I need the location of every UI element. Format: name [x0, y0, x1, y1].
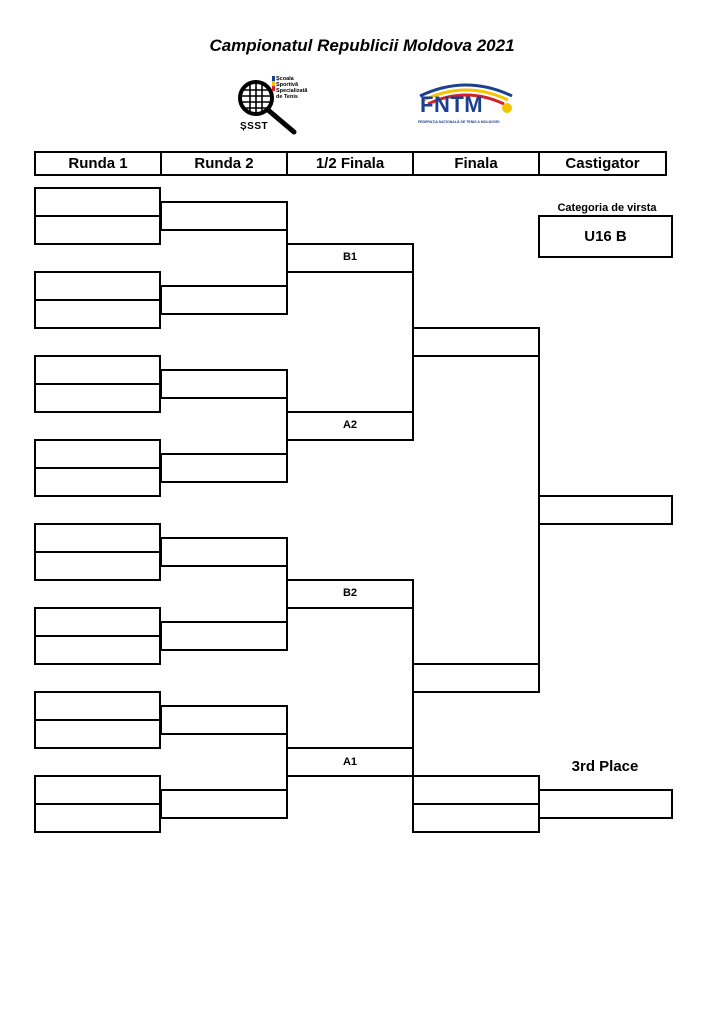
round2-player-slot[interactable] — [160, 201, 288, 231]
final-slot[interactable] — [412, 663, 540, 693]
round2-player-slot[interactable] — [160, 621, 288, 651]
header-final: Finala — [412, 151, 540, 176]
fntm-name: FNTM — [420, 92, 484, 117]
round1-player-slot[interactable] — [34, 355, 161, 385]
ssst-logo-text: Școala Sportivă Specializată de Tenis — [276, 76, 316, 100]
semifinal-slot[interactable] — [286, 243, 414, 273]
third-place-slot[interactable] — [412, 803, 540, 833]
ssst-line-4: de Tenis — [276, 94, 298, 100]
round1-player-slot[interactable] — [34, 607, 161, 637]
round1-player-slot[interactable] — [34, 467, 161, 497]
winner-slot[interactable] — [538, 495, 673, 525]
round1-player-slot[interactable] — [34, 803, 161, 833]
match-label-a2: A2 — [342, 419, 358, 431]
ssst-line-1: Școala — [276, 76, 294, 82]
ssst-mark: ȘSST — [240, 121, 269, 132]
round2-player-slot[interactable] — [160, 789, 288, 819]
fntm-logo — [419, 83, 513, 113]
third-place-slot[interactable] — [412, 775, 540, 805]
third-place-label: 3rd Place — [571, 758, 639, 775]
round1-player-slot[interactable] — [34, 271, 161, 301]
ssst-line-2: Sportivă — [276, 82, 299, 88]
header-winner: Castigator — [538, 151, 667, 176]
round2-player-slot[interactable] — [160, 453, 288, 483]
header-semifinal: 1/2 Finala — [286, 151, 414, 176]
match-label-b1: B1 — [342, 251, 358, 263]
round1-player-slot[interactable] — [34, 551, 161, 581]
semifinal-slot[interactable] — [286, 579, 414, 609]
third-place-winner-slot[interactable] — [538, 789, 673, 819]
round1-player-slot[interactable] — [34, 523, 161, 553]
category-label: Categoria de virsta — [557, 202, 657, 214]
round2-player-slot[interactable] — [160, 369, 288, 399]
round1-player-slot[interactable] — [34, 691, 161, 721]
ssst-line-3: Specializată — [276, 88, 308, 94]
fntm-subtitle: FEDERAȚIA NAȚIONALĂ DE TENIS A MOLDOVEI — [418, 120, 500, 124]
round2-player-slot[interactable] — [160, 537, 288, 567]
round1-player-slot[interactable] — [34, 299, 161, 329]
page-title: Campionatul Republicii Moldova 2021 — [209, 36, 515, 55]
match-label-b2: B2 — [342, 587, 358, 599]
tennis-racket-logo — [238, 76, 297, 135]
match-label-a1: A1 — [342, 756, 358, 768]
round1-player-slot[interactable] — [34, 187, 161, 217]
header-round1: Runda 1 — [34, 151, 162, 176]
round2-player-slot[interactable] — [160, 705, 288, 735]
round2-player-slot[interactable] — [160, 285, 288, 315]
category-value: U16 B — [538, 215, 673, 258]
round1-player-slot[interactable] — [34, 215, 161, 245]
final-slot[interactable] — [412, 327, 540, 357]
round1-player-slot[interactable] — [34, 719, 161, 749]
round1-player-slot[interactable] — [34, 383, 161, 413]
round1-player-slot[interactable] — [34, 635, 161, 665]
header-round2: Runda 2 — [160, 151, 288, 176]
round1-player-slot[interactable] — [34, 775, 161, 805]
round1-player-slot[interactable] — [34, 439, 161, 469]
